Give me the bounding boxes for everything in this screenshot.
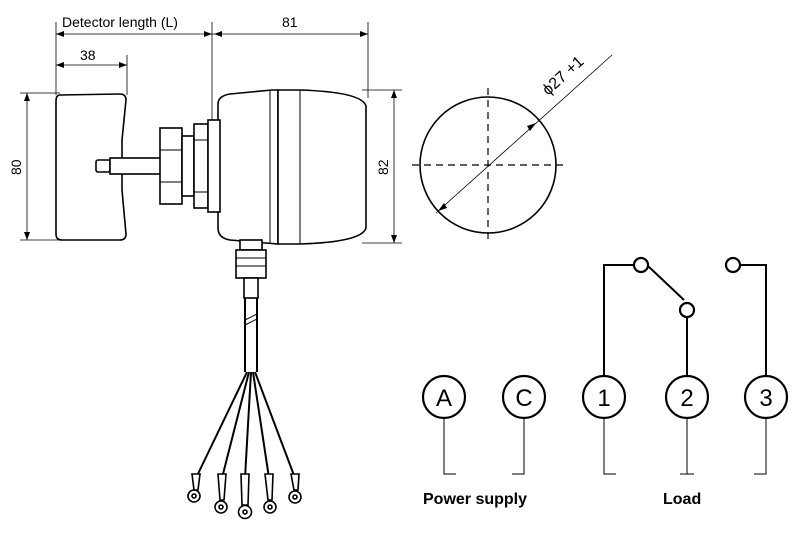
terminal-3-label: 3 bbox=[759, 385, 772, 412]
housing bbox=[207, 89, 367, 245]
terminal-1: 1 bbox=[581, 374, 627, 475]
dimension-housing-length: 81 bbox=[212, 14, 369, 98]
dimension-blade-width: 38 bbox=[56, 47, 128, 95]
mounting-hole-label: ϕ27 +1 bbox=[539, 53, 587, 99]
ring-terminal bbox=[237, 473, 253, 520]
hex-nut bbox=[159, 123, 209, 209]
terminal-c-label: C bbox=[515, 385, 532, 412]
terminal-3: 3 bbox=[743, 374, 789, 475]
terminal-1-label: 1 bbox=[597, 385, 610, 412]
cable-gland bbox=[235, 239, 267, 299]
dimension-detector-length: Detector length (L) bbox=[55, 14, 213, 150]
power-supply-label: Power supply bbox=[423, 491, 527, 508]
lead-wires bbox=[187, 371, 302, 520]
blade-height-label: 80 bbox=[8, 159, 24, 175]
switch-contacts bbox=[603, 256, 767, 377]
housing-height-label: 82 bbox=[375, 159, 391, 175]
terminal-a: A bbox=[421, 374, 467, 475]
terminal-2-label: 2 bbox=[680, 385, 693, 412]
ring-terminal bbox=[214, 473, 228, 514]
shaft bbox=[109, 157, 163, 175]
ring-terminal bbox=[263, 473, 277, 514]
detector-length-label: Detector length (L) bbox=[62, 14, 178, 30]
dimension-blade-height: 80 bbox=[8, 92, 60, 241]
dimension-housing-height: 82 bbox=[362, 89, 402, 244]
ring-terminal bbox=[288, 473, 302, 504]
ring-terminal bbox=[187, 473, 201, 503]
load-label: Load bbox=[663, 491, 701, 508]
mounting-hole: ϕ27 +1 bbox=[412, 53, 613, 244]
blade-width-label: 38 bbox=[80, 47, 96, 63]
terminal-2: 2 bbox=[664, 374, 710, 475]
cable bbox=[244, 298, 258, 372]
housing-length-label: 81 bbox=[282, 14, 298, 30]
terminal-a-label: A bbox=[436, 385, 452, 412]
terminal-c: C bbox=[501, 374, 547, 475]
